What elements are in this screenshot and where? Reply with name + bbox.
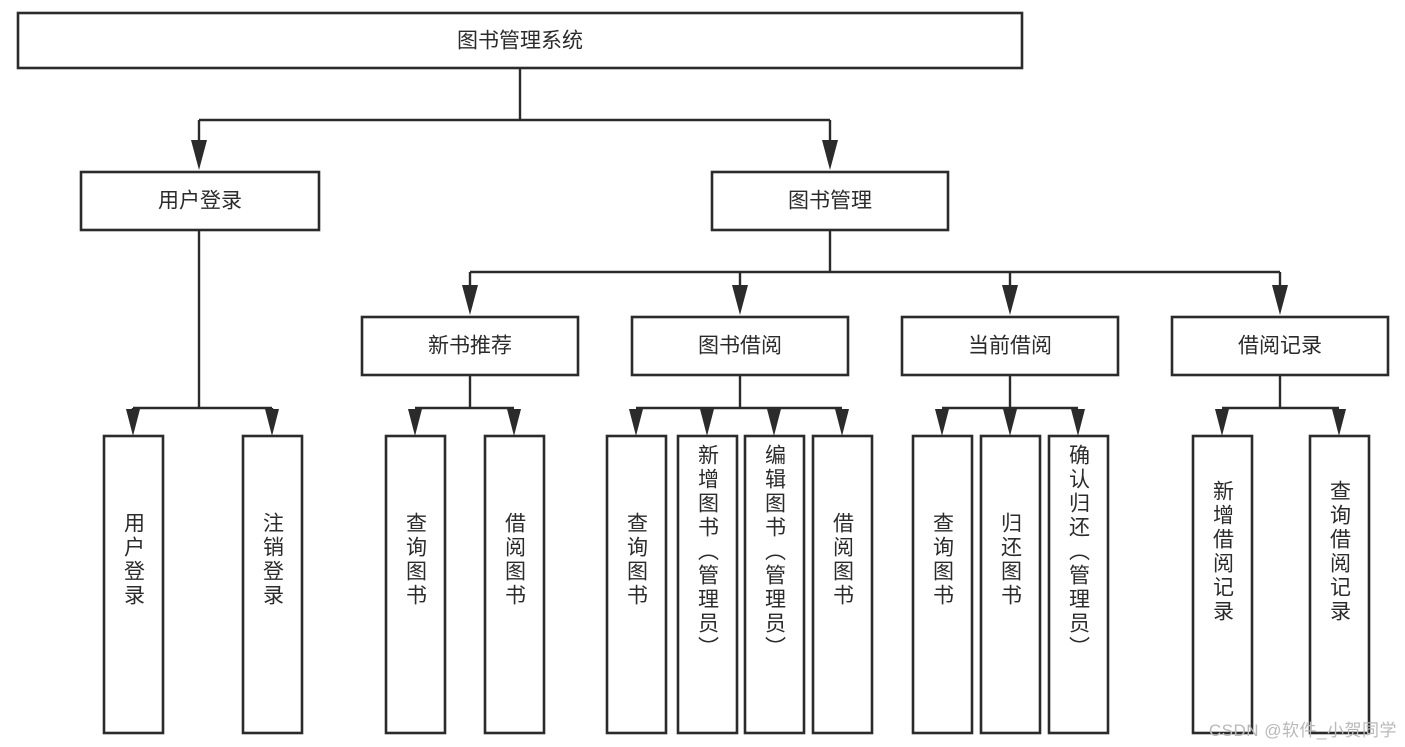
node-book-borrow-label: 图书借阅 — [698, 335, 782, 358]
node-root-label: 图书管理系统 — [457, 30, 583, 53]
leaf-box-confirm-return[interactable] — [1047, 434, 1110, 735]
arrow-head-icon — [767, 409, 781, 436]
node-new-book-recommend-label: 新书推荐 — [428, 335, 512, 358]
leaf-box-borrow-book-2[interactable] — [811, 434, 874, 735]
arrow-head-icon — [1272, 285, 1288, 315]
node-book-borrow[interactable]: 图书借阅 — [630, 315, 850, 377]
arrow-head-icon — [191, 140, 207, 170]
node-user-login[interactable]: 用户登录 — [79, 170, 321, 232]
node-book-manage-label: 图书管理 — [788, 190, 872, 213]
connector-bookmanage-to-level3 — [462, 230, 1288, 315]
arrow-head-icon — [822, 140, 838, 170]
leaf-box-return-book[interactable] — [979, 434, 1042, 735]
connector-userlogin-to-leaves — [126, 230, 279, 436]
arrow-head-icon — [126, 409, 140, 436]
node-user-login-label: 用户登录 — [158, 190, 242, 213]
arrow-head-icon — [1071, 409, 1085, 436]
node-current-borrow[interactable]: 当前借阅 — [900, 315, 1120, 377]
leaf-box-borrow-book-1[interactable] — [483, 434, 546, 735]
node-borrow-record-label: 借阅记录 — [1238, 335, 1322, 358]
node-current-borrow-label: 当前借阅 — [968, 335, 1052, 358]
leaf-box-add-record[interactable] — [1191, 434, 1254, 735]
leaf-box-user-login[interactable] — [102, 434, 165, 735]
arrow-head-icon — [835, 409, 849, 436]
arrow-head-icon — [935, 409, 949, 436]
watermark-text: CSDN @软件_小贺同学 — [1208, 721, 1397, 740]
arrow-head-icon — [408, 409, 422, 436]
leaf-box-query-book-3[interactable] — [911, 434, 974, 735]
leaf-box-add-book[interactable] — [676, 434, 739, 735]
leaf-box-edit-book[interactable] — [743, 434, 806, 735]
connector-currentborrow-to-leaves — [935, 375, 1085, 436]
arrow-head-icon — [462, 285, 478, 315]
leaf-box-query-book-2[interactable] — [605, 434, 668, 735]
node-borrow-record[interactable]: 借阅记录 — [1170, 315, 1390, 377]
connector-root-to-level2 — [191, 68, 838, 170]
arrow-head-icon — [1215, 409, 1229, 436]
connector-newbook-to-leaves — [408, 375, 521, 436]
arrow-head-icon — [629, 409, 643, 436]
arrow-head-icon — [265, 409, 279, 436]
arrow-head-icon — [1003, 409, 1017, 436]
leaf-box-query-record[interactable] — [1308, 434, 1371, 735]
node-book-manage[interactable]: 图书管理 — [710, 170, 950, 232]
connector-borrowrecord-to-leaves — [1215, 375, 1346, 436]
arrow-head-icon — [1332, 409, 1346, 436]
node-new-book-recommend[interactable]: 新书推荐 — [360, 315, 580, 377]
arrow-head-icon — [507, 409, 521, 436]
arrow-head-icon — [1002, 285, 1018, 315]
leaf-box-query-book-1[interactable] — [384, 434, 447, 735]
connector-bookborrow-to-leaves — [629, 375, 849, 436]
leaf-boxes — [102, 434, 1371, 735]
arrow-head-icon — [700, 409, 714, 436]
arrow-head-icon — [732, 285, 748, 315]
leaf-box-user-logout[interactable] — [241, 434, 304, 735]
node-root[interactable]: 图书管理系统 — [16, 11, 1024, 70]
